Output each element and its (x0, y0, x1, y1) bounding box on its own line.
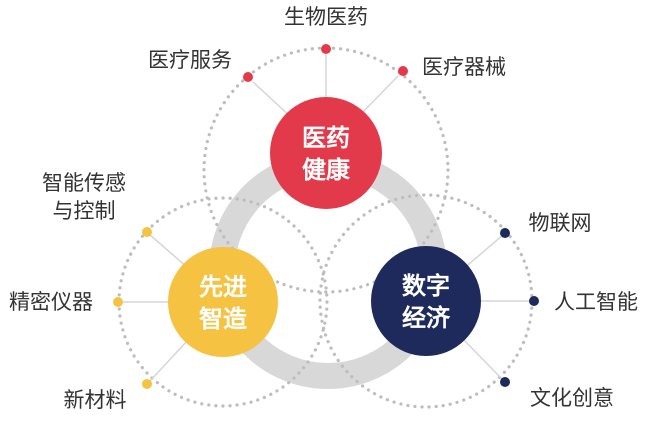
satellite-dots (113, 44, 539, 389)
label-precision-instruments: 精密仪器 (9, 290, 93, 314)
hub-health-line1: 医药 (302, 124, 350, 152)
connector-medical-devices (359, 75, 399, 116)
label-cultural-creative: 文化创意 (530, 386, 614, 410)
hub-manufacturing: 先进 智造 (168, 247, 278, 357)
dot-precision-instruments (113, 297, 123, 307)
dot-medical-devices (398, 66, 408, 76)
hub-digital-circle (371, 246, 481, 356)
dot-new-materials (142, 379, 152, 389)
label-medical-devices: 医疗器械 (422, 55, 506, 79)
dot-medical-services (243, 72, 253, 82)
dot-smart-sensing (142, 227, 152, 237)
label-biomedicine: 生物医药 (284, 5, 368, 29)
dot-ai (529, 296, 539, 306)
connector-cultural-creative (461, 337, 504, 381)
label-ai: 人工智能 (554, 290, 638, 314)
hub-manufacturing-line1: 先进 (199, 273, 247, 301)
hub-manufacturing-circle (168, 247, 278, 357)
label-medical-services: 医疗服务 (148, 48, 232, 72)
dot-iot (500, 228, 510, 238)
hub-health-circle (270, 97, 382, 209)
hub-digital-line1: 数字 (402, 272, 450, 300)
connector-new-materials (148, 339, 189, 383)
hub-health: 医药 健康 (270, 97, 382, 209)
label-smart-sensing-line2: 与控制 (53, 199, 116, 223)
dot-cultural-creative (500, 377, 510, 387)
dot-biomedicine (321, 44, 331, 54)
label-smart-sensing-line1: 智能传感 (42, 171, 126, 195)
connector-smart-sensing (148, 233, 189, 269)
hub-manufacturing-line2: 智造 (199, 305, 247, 333)
hub-digital-line2: 经济 (402, 304, 451, 332)
label-new-materials: 新材料 (64, 388, 127, 412)
connector-medical-services (252, 81, 293, 119)
connector-iot (461, 234, 504, 271)
hub-health-line2: 健康 (302, 156, 351, 184)
label-iot: 物联网 (529, 211, 592, 235)
hub-digital: 数字 经济 (371, 246, 481, 356)
